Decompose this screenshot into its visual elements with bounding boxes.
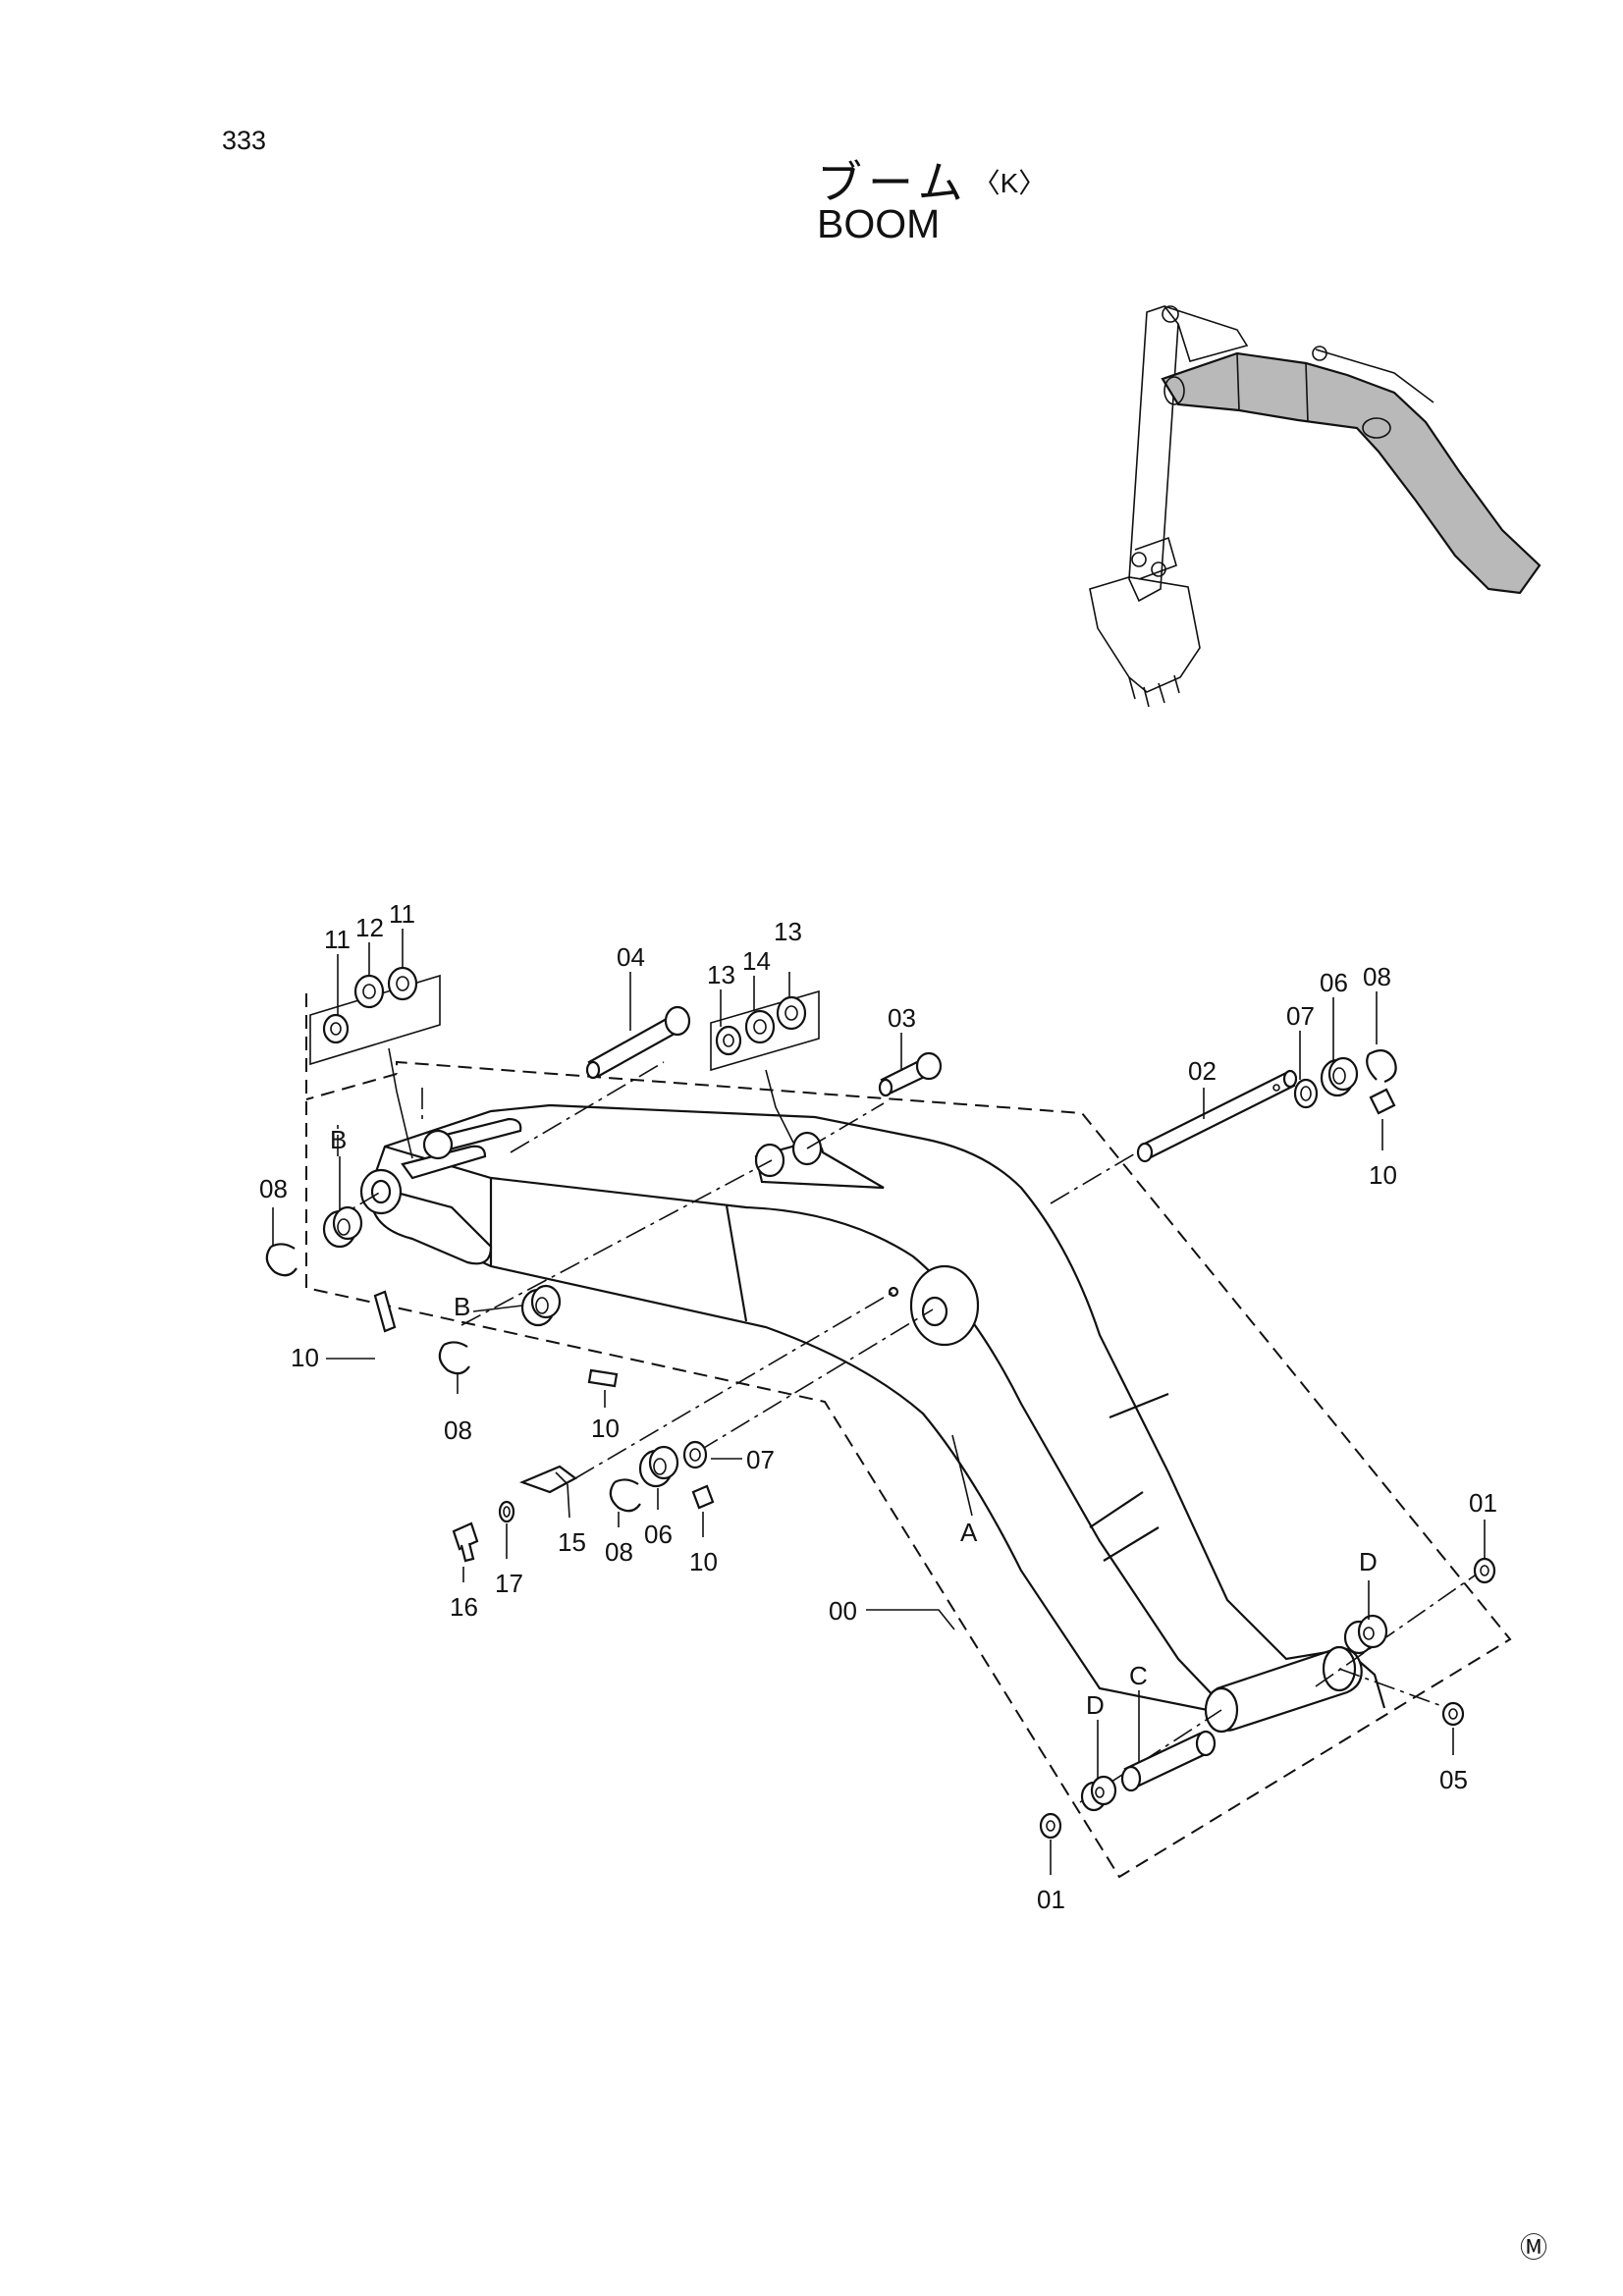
callout-10-middle: 10 xyxy=(591,1414,620,1443)
callout-13-right: 13 xyxy=(774,917,802,946)
callout-02: 02 xyxy=(1188,1056,1217,1086)
callout-04: 04 xyxy=(617,942,645,972)
boom-body xyxy=(359,1103,1386,1734)
callout-08-left: 08 xyxy=(259,1174,288,1203)
callout-07-right: 07 xyxy=(1286,1001,1315,1031)
callout-13-left: 13 xyxy=(707,960,735,989)
callout-01-right: 01 xyxy=(1469,1488,1497,1518)
page-number: 333 xyxy=(222,126,267,155)
title-japanese: ブーム〈K〉 xyxy=(817,147,1046,212)
assembly-outline xyxy=(305,993,1512,1879)
callout-06-right: 06 xyxy=(1320,968,1348,997)
callout-08-lower: 08 xyxy=(605,1537,633,1567)
callout-07-lower: 07 xyxy=(746,1445,775,1474)
page-marker: Ⓜ xyxy=(1520,2232,1548,2263)
callout-D-right: D xyxy=(1359,1547,1378,1576)
callout-B-middle: B xyxy=(454,1292,470,1321)
parts xyxy=(265,966,1496,1840)
callout-00: 00 xyxy=(829,1596,857,1626)
callout-01-left: 01 xyxy=(1037,1885,1065,1914)
title-variant-tag: 〈K〉 xyxy=(972,168,1047,198)
callout-11-left: 11 xyxy=(324,925,351,954)
leader-lines xyxy=(272,929,1486,1875)
callout-16: 16 xyxy=(450,1592,478,1622)
callout-05: 05 xyxy=(1439,1765,1468,1794)
callout-06-lower: 06 xyxy=(644,1520,673,1549)
callout-08-middle: 08 xyxy=(444,1415,472,1445)
center-lines xyxy=(327,1061,1486,1803)
excavator-thumbnail xyxy=(1089,305,1542,708)
callout-labels: 11 12 11 04 13 14 13 03 02 07 06 08 10 B… xyxy=(259,899,1497,1914)
callout-10-lower: 10 xyxy=(689,1547,718,1576)
callout-B-left: B xyxy=(330,1125,347,1154)
callout-14: 14 xyxy=(742,946,771,976)
callout-17: 17 xyxy=(495,1569,523,1598)
callout-08-right: 08 xyxy=(1363,962,1391,991)
callout-12: 12 xyxy=(355,913,384,942)
callout-A: A xyxy=(960,1518,978,1547)
callout-10-right: 10 xyxy=(1369,1160,1397,1190)
callout-03: 03 xyxy=(888,1003,916,1033)
callout-11-right: 11 xyxy=(389,899,415,929)
callout-C: C xyxy=(1129,1661,1148,1690)
title-english: BOOM xyxy=(817,201,941,246)
callout-15: 15 xyxy=(558,1527,586,1557)
callout-D-left: D xyxy=(1086,1690,1105,1720)
callout-10-left: 10 xyxy=(291,1343,319,1372)
title-jp-text: ブーム xyxy=(817,157,969,208)
